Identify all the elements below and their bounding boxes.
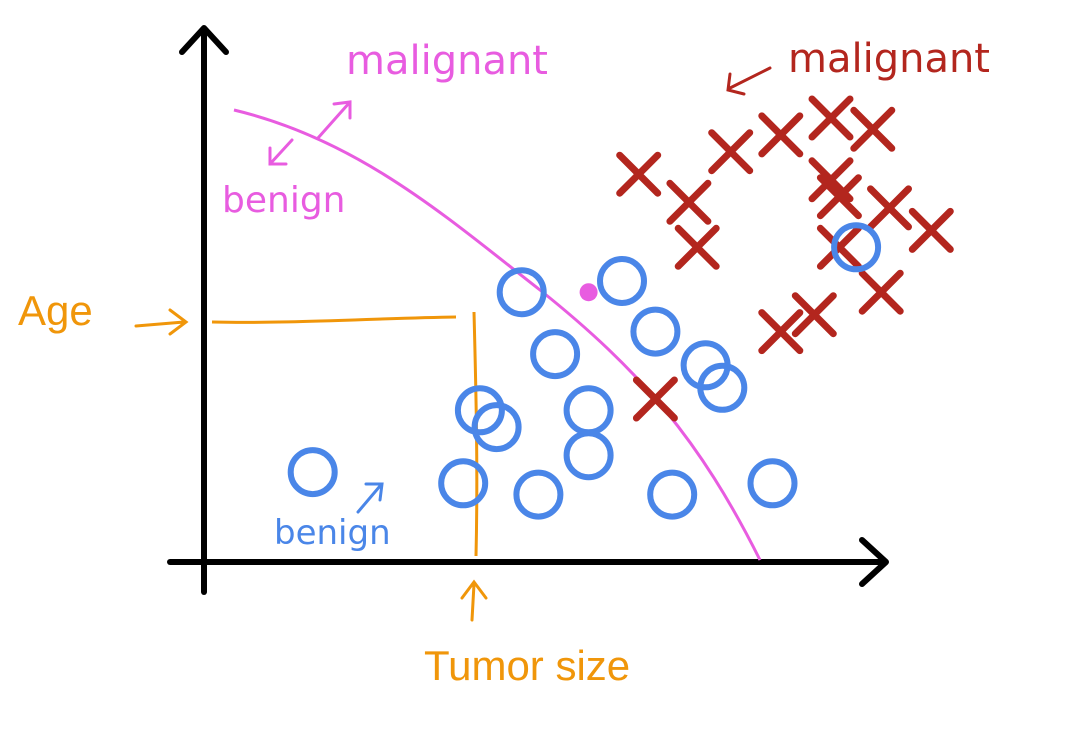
malignant-legend-label: malignant [788, 36, 990, 82]
malignant-x-mark [808, 95, 854, 141]
malignant-x-mark [632, 376, 678, 422]
benign-o-mark [647, 469, 698, 520]
malignant-x-mark [758, 112, 804, 158]
benign-o-mark [530, 329, 581, 380]
axes [167, 25, 889, 595]
y-axis-title: Age [18, 287, 93, 334]
benign-o-mark [438, 458, 489, 509]
malignant-x-mark [791, 292, 837, 338]
malignant-x-mark [816, 224, 862, 270]
malignant-x-mark [758, 309, 804, 355]
benign-o-mark [471, 402, 522, 453]
malignant-series [616, 95, 954, 422]
arrow-to-malignant-region [316, 100, 352, 140]
arrow-to-benign-point [356, 482, 384, 514]
benign-o-mark [597, 256, 647, 306]
annotation-arrows [134, 66, 772, 622]
benign-o-mark [454, 385, 505, 436]
benign-o-mark [630, 306, 681, 357]
tumor-size-arrow [460, 579, 488, 622]
malignant-x-mark [674, 224, 720, 270]
malignant-x-mark [850, 106, 896, 152]
age-arrow [134, 308, 189, 336]
x-axis-title: Tumor size [424, 642, 630, 689]
arrow-to-malignant-points [726, 66, 772, 96]
malignant-region-label: malignant [346, 38, 548, 84]
benign-o-mark [563, 385, 614, 436]
y-axis-arrowhead [179, 25, 229, 55]
benign-o-mark [697, 362, 748, 413]
malignant-x-mark [666, 179, 712, 225]
malignant-x-mark [708, 129, 754, 175]
benign-legend-label: benign [274, 513, 391, 553]
age-guide-line [211, 315, 457, 324]
malignant-x-mark [908, 207, 954, 253]
benign-o-mark [831, 222, 882, 273]
malignant-x-mark [858, 269, 904, 315]
benign-o-mark [287, 447, 338, 498]
arrow-to-benign-region [268, 138, 294, 166]
malignant-x-mark [616, 151, 662, 197]
benign-region-label: benign [222, 180, 346, 221]
benign-o-mark [563, 430, 614, 481]
benign-o-mark [496, 267, 547, 318]
x-axis-arrowhead [859, 537, 889, 587]
malignant-x-mark [816, 174, 862, 220]
benign-o-mark [513, 469, 564, 520]
benign-o-mark [747, 458, 798, 509]
decision-boundary [233, 108, 762, 561]
malignant-x-mark [867, 185, 912, 231]
benign-series [287, 222, 882, 520]
query-point [579, 283, 598, 302]
